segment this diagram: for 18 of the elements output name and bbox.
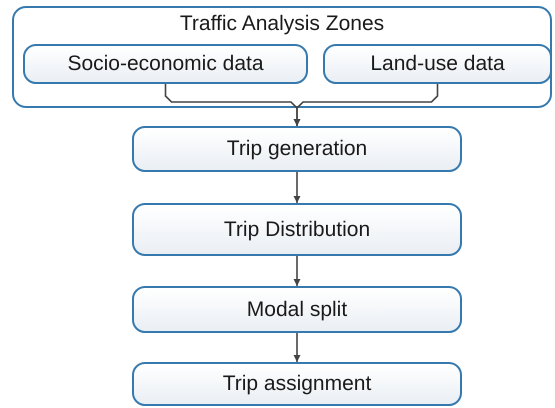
process-label: Modal split [246,298,348,322]
process-label: Socio-economic data [66,52,265,76]
arrow [294,333,300,362]
process-box [23,44,308,84]
arrow [294,172,300,203]
process-box [132,286,462,333]
process-box [132,203,462,256]
process-label: Trip assignment [222,372,372,396]
arrow [294,256,300,286]
process-label: Trip generation [226,137,368,161]
process-box [132,362,462,406]
group-box [12,6,552,108]
process-box [323,44,552,84]
process-box [132,126,462,172]
group-heading: Traffic Analysis Zones [178,12,386,36]
arrow [294,84,438,126]
process-label: Land-use data [369,52,506,76]
process-label: Trip Distribution [222,218,372,242]
